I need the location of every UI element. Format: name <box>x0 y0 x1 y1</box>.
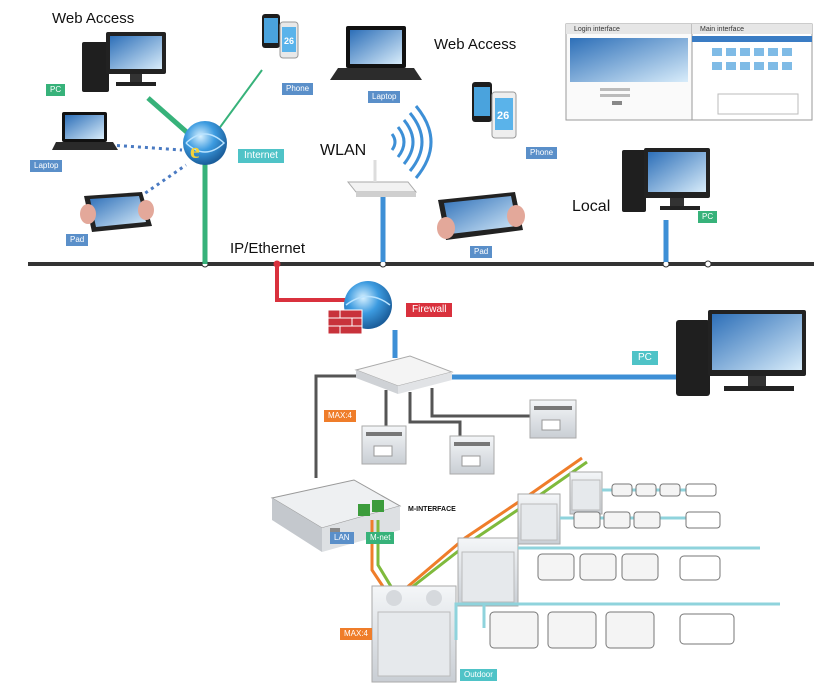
internet-globe-icon: e <box>183 121 227 165</box>
m-interface-unit-1 <box>361 425 407 465</box>
outdoor-unit-2 <box>457 537 519 607</box>
phone-mid-display: 26 <box>497 110 509 122</box>
svg-text:e: e <box>190 138 200 163</box>
outdoor-unit-3 <box>517 493 561 545</box>
pc-local-label: PC <box>698 211 718 223</box>
outdoor-unit-1 <box>371 585 457 683</box>
laptop-left-icon <box>52 112 118 150</box>
pc-local-icon <box>622 148 710 212</box>
network-cables <box>314 374 532 478</box>
pad-left-icon <box>80 192 154 232</box>
m-net-label: M-net <box>366 532 395 544</box>
pc-top-left-label: PC <box>46 84 66 96</box>
laptop-left-label: Laptop <box>30 160 63 172</box>
pc-right-label: PC <box>632 351 658 365</box>
laptop-mid-label: Laptop <box>368 91 401 103</box>
wlan-title: WLAN <box>320 142 367 159</box>
wlan-router-icon <box>346 160 418 197</box>
phone-top-display: 26 <box>284 36 294 46</box>
interface-screenshots-panel <box>565 23 813 121</box>
lan-label: LAN <box>330 532 354 544</box>
laptop-mid-icon <box>330 26 422 80</box>
max4-bottom-label: MAX:4 <box>340 628 373 640</box>
firewall-label: Firewall <box>406 303 453 317</box>
firewall-link <box>275 264 345 302</box>
m-interface-label: M-INTERFACE <box>408 506 456 513</box>
phone-top-icon: 26 <box>262 14 299 59</box>
pc-right-icon <box>676 310 806 396</box>
pad-mid-icon <box>437 192 525 240</box>
outdoor-label: Outdoor <box>460 669 497 681</box>
pad-mid-label: Pad <box>470 246 493 258</box>
main-interface-title: Main interface <box>700 26 744 33</box>
outdoor-unit-4 <box>569 471 603 515</box>
firewall-icon <box>327 309 363 335</box>
indoor-units-row-2 <box>573 511 721 529</box>
pc-top-left-icon <box>82 32 166 92</box>
max4-top-label: MAX:4 <box>324 410 357 422</box>
m-interface-unit-3 <box>529 399 577 439</box>
m-net-wiring <box>370 456 588 603</box>
indoor-units-row-4 <box>489 611 735 649</box>
ip-ethernet-title: IP/Ethernet <box>230 240 306 257</box>
phone-top-label: Phone <box>282 83 314 95</box>
phone-mid-label: Phone <box>526 147 558 159</box>
network-switch-icon <box>354 355 454 394</box>
pad-left-label: Pad <box>66 234 89 246</box>
internet-links <box>109 69 263 264</box>
internet-label: Internet <box>238 149 284 163</box>
wifi-signal-icon <box>390 105 433 179</box>
local-title: Local <box>572 198 611 215</box>
indoor-units-row-1 <box>611 483 717 497</box>
web-access-right-title: Web Access <box>434 36 517 53</box>
web-access-left-title: Web Access <box>52 10 135 27</box>
phone-mid-icon: 26 <box>472 82 517 139</box>
login-interface-title: Login interface <box>574 26 620 33</box>
m-interface-unit-2 <box>449 435 495 475</box>
indoor-units-row-3 <box>537 553 721 581</box>
